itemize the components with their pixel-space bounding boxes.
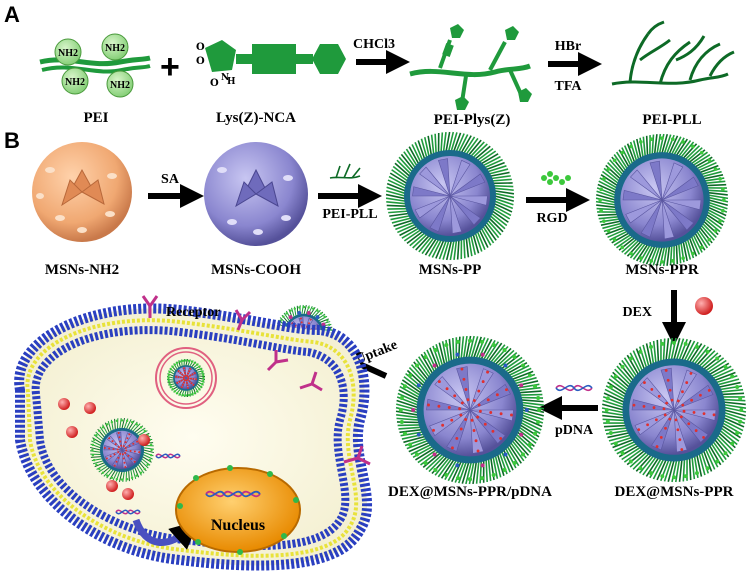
label-msns-ppr: MSNs-PPR bbox=[625, 262, 698, 278]
msns-nh2-particle bbox=[32, 142, 132, 242]
pei-pll-icon bbox=[611, 20, 735, 86]
arrow-label-pei-pll: PEI-PLL bbox=[322, 207, 377, 222]
label-dex-msns-ppr-pdna: DEX@MSNs-PPR/pDNA bbox=[388, 484, 552, 500]
nh2-label: NH2 bbox=[105, 43, 125, 54]
arrow-label-uptake: Uptake bbox=[354, 338, 400, 368]
rgd-peptide-icon bbox=[541, 171, 571, 185]
nucleus-entry-arrow bbox=[132, 518, 199, 550]
arrow-label-rgd: RGD bbox=[536, 211, 567, 226]
label-pei-pll: PEI-PLL bbox=[642, 112, 701, 128]
nh2-label: NH2 bbox=[65, 77, 85, 88]
plus-icon: + bbox=[160, 48, 180, 86]
msns-pp-particle bbox=[385, 131, 515, 261]
label-msns-cooh: MSNs-COOH bbox=[211, 262, 301, 278]
dex-molecule-icon bbox=[695, 297, 713, 315]
arrow-label-sa: SA bbox=[161, 172, 180, 187]
label-msns-nh2: MSNs-NH2 bbox=[45, 262, 119, 278]
lys-nca-icon: O O O H N bbox=[196, 40, 346, 89]
label-msns-pp: MSNs-PP bbox=[419, 262, 482, 278]
endosome-particle bbox=[166, 358, 206, 398]
label-nucleus: Nucleus bbox=[211, 517, 265, 534]
panel-b-letter: B bbox=[4, 128, 20, 153]
reagent-hbr: HBr bbox=[555, 39, 581, 54]
endosome bbox=[155, 347, 217, 409]
dex-msns-ppr-pdna-particle bbox=[395, 335, 545, 485]
panel-a-letter: A bbox=[4, 2, 20, 27]
cytoplasm-particle bbox=[89, 417, 155, 483]
label-pei: PEI bbox=[83, 110, 108, 126]
pei-polymer-icon: NH2 NH2 NH2 NH2 bbox=[39, 33, 151, 98]
ring-h: H bbox=[227, 77, 236, 87]
arrow-label-dex: DEX bbox=[622, 305, 652, 320]
nh2-label: NH2 bbox=[110, 80, 130, 91]
pei-plys-icon bbox=[409, 24, 532, 110]
reagent-tfa: TFA bbox=[555, 79, 583, 94]
reagent-chcl3: CHCl3 bbox=[353, 37, 395, 52]
receptor-icons bbox=[141, 295, 371, 466]
pdna-fragments bbox=[115, 453, 181, 515]
nh2-label: NH2 bbox=[58, 48, 78, 59]
ring-o: O bbox=[210, 78, 219, 89]
dex-msns-ppr-particle bbox=[601, 337, 747, 483]
nucleus: Nucleus bbox=[175, 465, 301, 555]
small-pei-pll-icon bbox=[329, 163, 361, 179]
label-pei-plys: PEI-Plys(Z) bbox=[434, 112, 511, 128]
msns-ppr-particle bbox=[595, 133, 729, 267]
dex-release-dots bbox=[58, 398, 150, 500]
ring-n: N bbox=[221, 73, 229, 83]
ring-o: O bbox=[196, 42, 205, 53]
ring-o: O bbox=[196, 56, 205, 67]
label-dex-msns-ppr: DEX@MSNs-PPR bbox=[615, 484, 734, 500]
msns-cooh-particle bbox=[204, 142, 308, 246]
pdna-icon bbox=[555, 384, 593, 392]
arrow-label-pdna: pDNA bbox=[555, 423, 594, 438]
label-lys-nca: Lys(Z)-NCA bbox=[216, 110, 296, 126]
label-receptor: Receptor bbox=[166, 305, 220, 320]
